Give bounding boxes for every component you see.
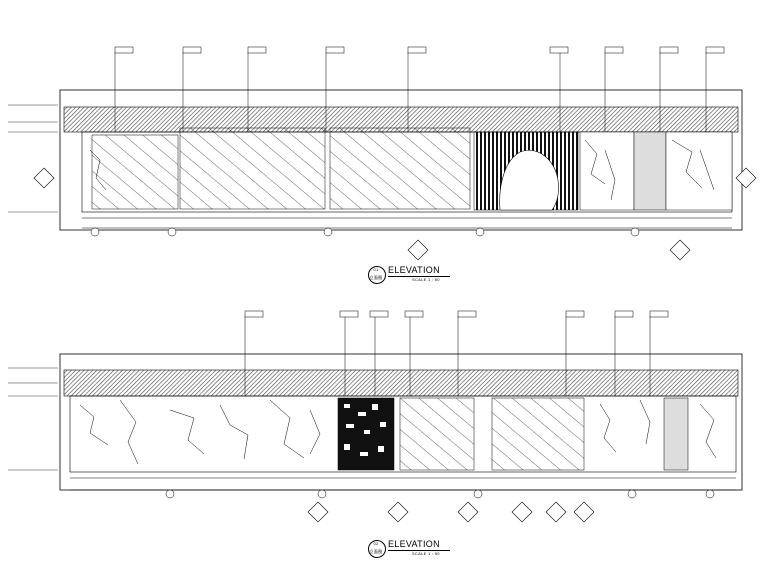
- mirror-panel: [329, 127, 471, 210]
- elevation-2-wall: [69, 395, 737, 473]
- elevation-2-subtitle: 立面图: [369, 549, 383, 554]
- elevation-1-drawing: [8, 46, 757, 261]
- elevation-1-number-circle: [368, 266, 386, 284]
- elevation-2-number: 02: [373, 541, 379, 546]
- callout-tags: [244, 310, 669, 396]
- elevation-1-rule: [388, 276, 450, 277]
- mirror-panel: [91, 134, 179, 210]
- sculpture: [499, 150, 559, 211]
- grid-bubbles: [90, 227, 640, 237]
- door-panels: [399, 397, 475, 471]
- grid-bubbles: [165, 489, 715, 499]
- level-markers: [8, 104, 58, 213]
- section-markers: [307, 501, 595, 523]
- wood-panel: [633, 131, 667, 211]
- marble-panel: [665, 131, 733, 211]
- door-panels: [491, 397, 585, 471]
- elevation-2-title: ELEVATION: [388, 539, 440, 549]
- elevation-1-title: ELEVATION: [388, 265, 440, 275]
- elevation-2-ceiling-band: [63, 369, 739, 397]
- elevation-2-drawing: [8, 310, 743, 523]
- elevation-1-subtitle: 立面图: [369, 275, 383, 280]
- mirror-panel: [179, 127, 326, 210]
- wood-panel: [663, 397, 689, 471]
- elevation-1-number: 01: [373, 267, 379, 272]
- elevation-1-scale: SCALE 1 : 50: [412, 277, 440, 282]
- elevation-2-number-circle: [368, 540, 386, 558]
- level-markers: [8, 367, 58, 471]
- section-markers: [33, 167, 757, 261]
- elevation-2-scale: SCALE 1 : 50: [412, 551, 440, 556]
- elevation-1-frame: [59, 89, 743, 231]
- callout-tags: [114, 46, 725, 132]
- elevation-2-rule: [388, 550, 450, 551]
